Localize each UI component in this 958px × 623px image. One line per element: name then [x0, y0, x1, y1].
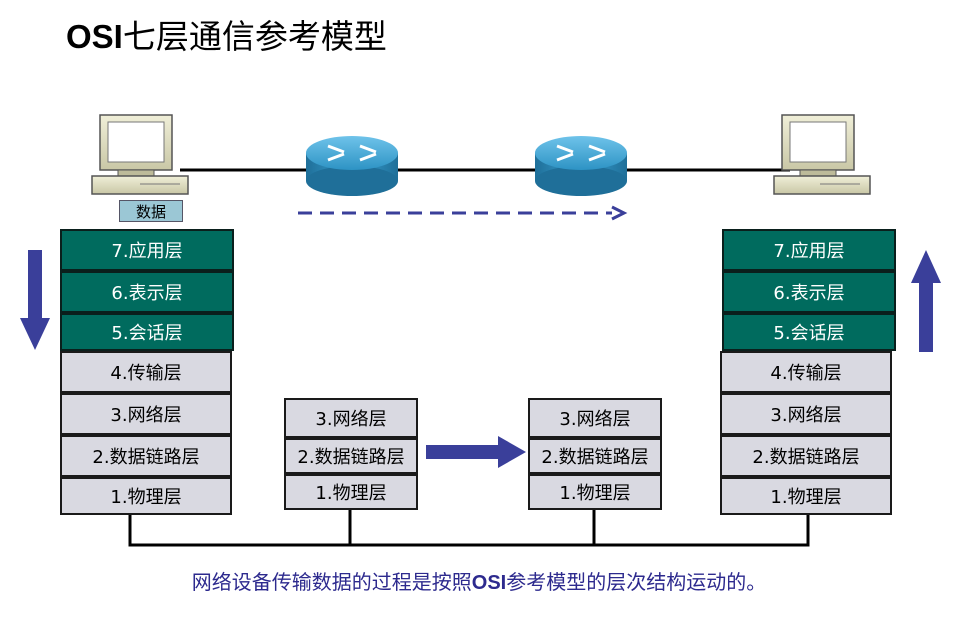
right-layer-application: 7.应用层	[722, 229, 896, 271]
left-layer-application: 7.应用层	[60, 229, 234, 271]
router1-layer-network: 3.网络层	[284, 398, 418, 438]
right-layer-physical: 1.物理层	[720, 477, 892, 515]
down-arrow-icon	[20, 250, 50, 350]
router-2-icon	[535, 136, 627, 196]
caption-part2: OSI	[471, 572, 507, 594]
title-prefix: OSI	[66, 18, 123, 55]
right-layer-session: 5.会话层	[722, 313, 896, 351]
title-suffix: 七层通信参考模型	[122, 17, 387, 56]
right-layer-transport: 4.传输层	[720, 351, 892, 393]
caption-part1: 网络设备传输数据的过程是按照	[191, 570, 472, 594]
caption-part3: 参考模型的层次结构运动的。	[506, 570, 767, 594]
up-arrow-icon	[911, 250, 941, 352]
right-layer-presentation: 6.表示层	[722, 271, 896, 313]
router1-layer-datalink: 2.数据链路层	[284, 438, 418, 474]
router2-layer-network: 3.网络层	[528, 398, 662, 438]
right-layer-network: 3.网络层	[720, 393, 892, 435]
router-1-icon	[306, 136, 398, 196]
right-arrow-icon	[426, 436, 526, 468]
router2-layer-physical: 1.物理层	[528, 474, 662, 510]
computer-left-icon	[91, 114, 189, 195]
caption: 网络设备传输数据的过程是按照OSI参考模型的层次结构运动的。	[0, 566, 958, 595]
page-title: OSI七层通信参考模型	[66, 10, 387, 58]
computer-right-icon	[773, 114, 871, 195]
left-layer-network: 3.网络层	[60, 393, 232, 435]
left-layer-physical: 1.物理层	[60, 477, 232, 515]
router1-layer-physical: 1.物理层	[284, 474, 418, 510]
left-layer-datalink: 2.数据链路层	[60, 435, 232, 477]
dashed-flow-arrow	[298, 205, 628, 221]
left-layer-session: 5.会话层	[60, 313, 234, 351]
physical-link	[128, 510, 810, 547]
router2-layer-datalink: 2.数据链路层	[528, 438, 662, 474]
left-layer-transport: 4.传输层	[60, 351, 232, 393]
data-label: 数据	[119, 200, 183, 222]
right-layer-datalink: 2.数据链路层	[720, 435, 892, 477]
left-layer-presentation: 6.表示层	[60, 271, 234, 313]
